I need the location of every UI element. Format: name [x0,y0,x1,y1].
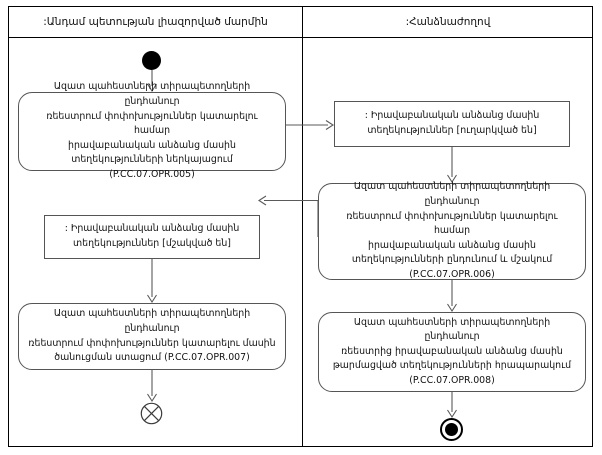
action-node-opr008[interactable]: Ազատ պահեստների տիրապետողների ընդհանուր … [318,312,586,392]
initial-node [142,51,161,70]
action-node-opr006[interactable]: Ազատ պահեստների տիրապետողների ընդհանուր … [318,181,586,280]
activity-final-node [440,418,463,441]
edge-opr006-to-object-processed [257,195,320,240]
edge-opr008-to-activity-final [447,392,457,419]
object-node-sent-label: : Իրավաբանական անձանց մասին տեղեկություն… [364,110,540,136]
action-node-opr005[interactable]: Ազատ պահեստների տիրապետողների ընդհանուր … [18,81,286,180]
swimlane-title-right: :Հանձնաժողով [405,16,491,28]
action-node-opr005-label: Ազատ պահեստների տիրապետողների ընդհանուր … [46,81,258,180]
edge-opr007-to-flow-final [147,370,157,403]
object-node-processed-label: : Իրավաբանական անձանց մասին տեղեկություն… [64,223,240,249]
swimlane-title-left: :Անդամ պետության լիազորված մարմին [43,16,268,28]
edge-object-sent-to-opr006 [447,147,457,184]
object-node-processed[interactable]: : Իրավաբանական անձանց մասին տեղեկություն… [44,215,260,259]
object-node-sent[interactable]: : Իրավաբանական անձանց մասին տեղեկություն… [334,101,570,147]
swimlane-frame: :Անդամ պետության լիազորված մարմին :Հանձն… [8,6,593,447]
action-node-opr007[interactable]: Ազատ պահեստների տիրապետողների ընդհանուր … [18,303,286,370]
action-node-opr008-label: Ազատ պահեստների տիրապետողների ընդհանուր … [332,316,572,386]
swimlane-divider [302,7,303,446]
edge-processed-to-opr007 [147,259,157,304]
action-node-opr007-label: Ազատ պահեստների տիրապետողների ընդհանուր … [28,308,276,364]
edge-initial-to-opr005 [147,70,157,93]
edge-opr005-to-object-sent [286,120,335,130]
flow-final-node [140,402,163,425]
edge-opr006-to-opr008 [447,280,457,313]
action-node-opr006-label: Ազատ պահեստների տիրապետողների ընդհանուր … [346,181,558,280]
swimlane-header-rule [9,37,592,38]
